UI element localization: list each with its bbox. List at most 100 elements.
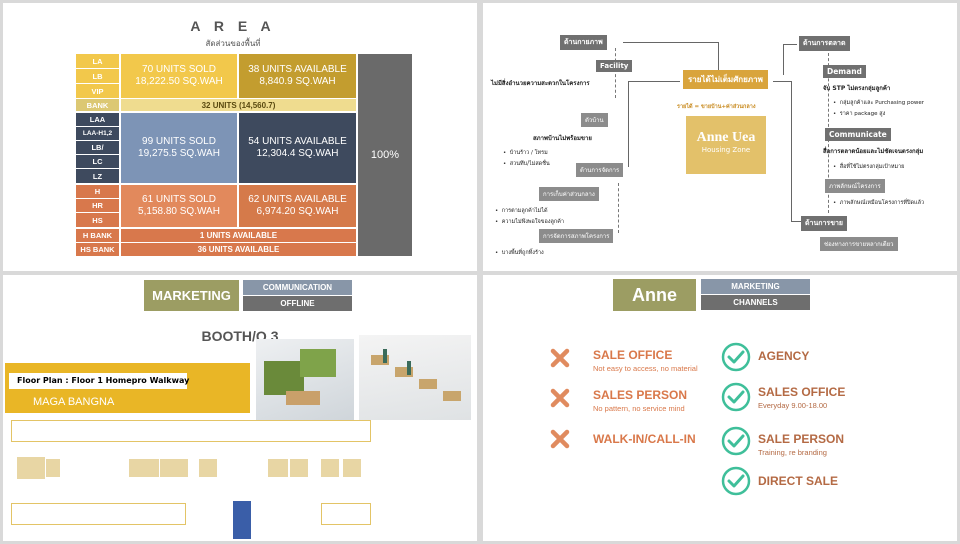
house-note: สภาพบ้านไม่พร้อมขาย [533, 135, 592, 142]
fee-bullet-2: • ความไม่พึงพอใจของลูกค้า [495, 219, 564, 225]
booth-slot [268, 459, 288, 477]
l-sold-cell: 70 UNITS SOLD 18,222.50 SQ.WAH [121, 54, 237, 98]
tag-house: ตัวบ้าน [581, 113, 608, 127]
channels-pill: CHANNELS [701, 295, 810, 310]
l-avail-area: 8,840.9 SQ.WAH [259, 76, 336, 87]
channels-slide[interactable]: Anne MARKETING CHANNELS SALE OFFICE Not … [483, 275, 957, 541]
bank-bar: 32 UNITS (14,560.7) [121, 99, 356, 111]
connector [623, 42, 718, 43]
row-label-laa: LAA [76, 113, 119, 126]
brand-label: Anne [613, 279, 696, 311]
connector [783, 44, 797, 45]
house-bullet-1: • บ้านร้าว / โทรม [503, 150, 548, 156]
l-sold-area: 18,222.50 SQ.WAH [135, 76, 223, 87]
demand-bullet-2: • ราคา package สูง [833, 111, 886, 117]
booth-slot [321, 459, 339, 477]
tag-demand: Demand [823, 65, 866, 78]
row-label-hs-bank: HS BANK [76, 243, 119, 256]
tenant-logo-strip-top [11, 420, 371, 442]
row-label-lb: LB [76, 69, 119, 83]
dashed-connector [615, 48, 616, 98]
demand-bullet-1: • กลุ่มลูกค้าและ Purchasing power [833, 100, 925, 106]
booth-slot [46, 459, 60, 477]
hs-bank-bar: 36 UNITS AVAILABLE [121, 243, 356, 256]
location-label: MAGA BANGNA [33, 396, 115, 408]
row-label-lz: LZ [76, 169, 119, 183]
sign-image [233, 501, 251, 539]
bad-channel-title: SALE OFFICE [593, 348, 673, 362]
row-label-vip: VIP [76, 84, 119, 98]
h-sold-cell: 61 UNITS SOLD 5,158.80 SQ.WAH [121, 185, 237, 227]
demand-note: จับ STP ไม่ตรงกลุ่มลูกค้า [823, 85, 891, 92]
booth-slide[interactable]: MARKETING COMMUNICATION OFFLINE BOOTH/Q … [3, 275, 477, 541]
m-sold-area: 19,275.5 SQ.WAH [138, 148, 220, 159]
offline-pill: OFFLINE [243, 296, 352, 311]
tag-facility: Facility [596, 60, 633, 72]
booth-slot [199, 459, 217, 477]
project-logo: Anne Uea Housing Zone [686, 116, 766, 174]
booth-slot [290, 459, 308, 477]
tag-marketing: ด้านการตลาด [799, 36, 850, 51]
h-sold-units: 61 UNITS SOLD [142, 194, 216, 205]
h-bank-bar: 1 UNITS AVAILABLE [121, 229, 356, 242]
good-channel-title: SALE PERSON [758, 432, 845, 446]
l-avail-cell: 38 UNITS AVAILABLE 8,840.9 SQ.WAH [239, 54, 356, 98]
good-channel-sub: Everyday 9.00-18.00 [758, 401, 828, 410]
row-label-la: LA [76, 54, 119, 68]
tag-communicate: Communicate [825, 128, 891, 141]
cross-icon [550, 348, 570, 368]
communication-pill: COMMUNICATION [243, 280, 352, 295]
check-circle-icon [721, 382, 751, 412]
area-subtitle: สัดส่วนของพื้นที่ [205, 39, 261, 48]
check-circle-icon [721, 342, 751, 372]
tag-image: ภาพลักษณ์โครงการ [825, 179, 885, 193]
h-avail-area: 6,974.20 SQ.WAH [256, 206, 339, 217]
connector [773, 81, 791, 82]
comm-note: สื่อการตลาดน้อยและไม่ชัดเจนตรงกลุ่ม [823, 148, 924, 155]
comm-bullet-1: • สื่อที่ใช้ไม่ตรงกลุ่มเป้าหมาย [833, 164, 905, 170]
connector [628, 81, 680, 82]
m-sold-cell: 99 UNITS SOLD 19,275.5 SQ.WAH [121, 113, 237, 183]
row-label-bank: BANK [76, 99, 119, 111]
marketing-pill: MARKETING [701, 279, 810, 294]
m-avail-cell: 54 UNITS AVAILABLE 12,304.4 SQ.WAH [239, 113, 356, 183]
total-cell: 100% [358, 54, 412, 256]
row-label-lb2: LB/ [76, 141, 119, 154]
connector [628, 81, 629, 167]
l-sold-units: 70 UNITS SOLD [142, 64, 216, 75]
area-slide[interactable]: A R E A สัดส่วนของพื้นที่ LA LB VIP BANK… [3, 3, 477, 271]
problem-diagram-slide[interactable]: ด้านกายภาพ Facility ไม่มีสิ่งอำนวยความสะ… [483, 3, 957, 271]
booth-slot [343, 459, 361, 477]
connector [791, 221, 801, 222]
good-channel-sub: Training, re branding [758, 448, 827, 457]
m-sold-units: 99 UNITS SOLD [142, 136, 216, 147]
row-label-h-bank: H BANK [76, 229, 119, 242]
bad-channel-sub: Not easy to access, no material [593, 364, 698, 373]
tenant-logo-strip-bottom [11, 503, 186, 525]
connector [718, 42, 719, 75]
house-bullet-2: • สวนทึบ/ไม่สดชื่น [503, 161, 550, 167]
tenant-logo-strip-right [321, 503, 371, 525]
cross-icon [550, 388, 570, 408]
area-title: A R E A [190, 18, 276, 34]
marketing-label: MARKETING [144, 280, 239, 311]
row-label-laa-h12: LAA-H1,2 [76, 127, 119, 140]
cross-icon [550, 429, 570, 449]
h-avail-units: 62 UNITS AVAILABLE [248, 194, 347, 205]
booth-slot [17, 457, 45, 479]
center-note: รายได้ = ขายบ้าน+ค่าส่วนกลาง [677, 104, 756, 110]
bad-channel-title: WALK-IN/CALL-IN [593, 432, 696, 446]
check-circle-icon [721, 466, 751, 496]
tag-channel: ช่องทางการขายหลากเดียว [820, 237, 898, 251]
row-label-hs: HS [76, 213, 119, 227]
floor-plan-label: Floor Plan : Floor 1 Homepro Walkway [9, 373, 189, 389]
fee-bullet-1: • การตามลูกค้าไม่ได้ [495, 208, 548, 214]
image-bullet-1: • ภาพลักษณ์เหมือนโครงการที่ปิดแล้ว [833, 200, 925, 206]
row-label-hr: HR [76, 199, 119, 212]
good-channel-title: DIRECT SALE [758, 474, 839, 488]
dashed-connector [618, 183, 619, 233]
tag-fee: การเก็บค่าส่วนกลาง [539, 187, 599, 201]
bad-channel-title: SALES PERSON [593, 388, 688, 402]
good-channel-title: AGENCY [758, 349, 810, 363]
booth-slot [160, 459, 188, 477]
